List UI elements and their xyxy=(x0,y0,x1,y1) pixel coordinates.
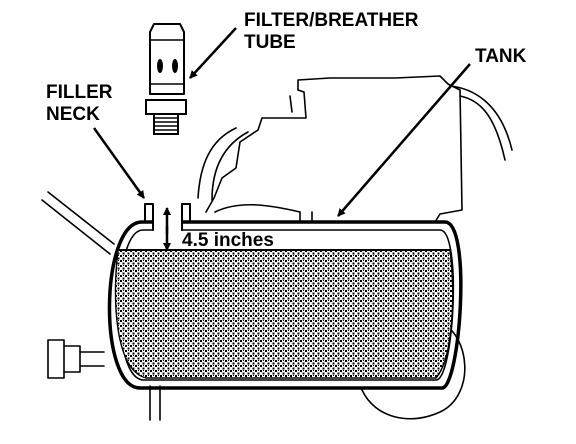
tank-outer-shell xyxy=(107,220,463,390)
tank-fluid xyxy=(114,249,454,379)
filter-breather-label-line1: FILTER/BREATHER xyxy=(244,10,419,31)
filler-neck-label-line1: FILLER xyxy=(46,82,113,103)
filter-breather-tube-part xyxy=(145,23,187,135)
tank-body xyxy=(107,220,463,390)
callout-lines xyxy=(92,27,471,217)
background-engine-outline xyxy=(41,75,513,421)
filter-callout-line xyxy=(189,27,237,79)
filter-breather-label-line2: TUBE xyxy=(244,32,296,53)
tank-label: TANK xyxy=(475,46,527,67)
tank-callout-line xyxy=(337,63,471,217)
measurement-label: 4.5 inches xyxy=(182,230,274,251)
filler-neck-label-line2: NECK xyxy=(46,104,100,125)
filler-neck-callout-line xyxy=(92,127,146,199)
